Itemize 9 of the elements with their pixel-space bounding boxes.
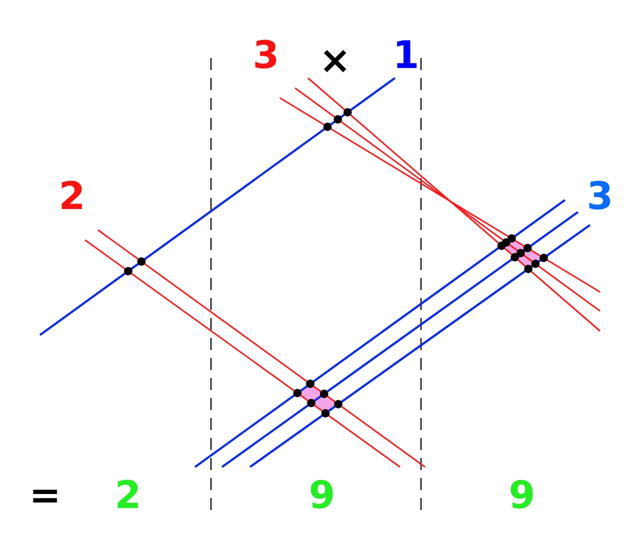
equals-sign: = [29, 476, 61, 514]
digit: 2 [58, 177, 86, 215]
digit: 3 [252, 36, 280, 74]
digit: 9 [308, 476, 336, 514]
digit: 9 [508, 476, 536, 514]
digit: 1 [392, 36, 420, 74]
multiplication-sign: × [319, 41, 351, 79]
digit: 3 [586, 177, 614, 215]
digit: 2 [114, 476, 142, 514]
